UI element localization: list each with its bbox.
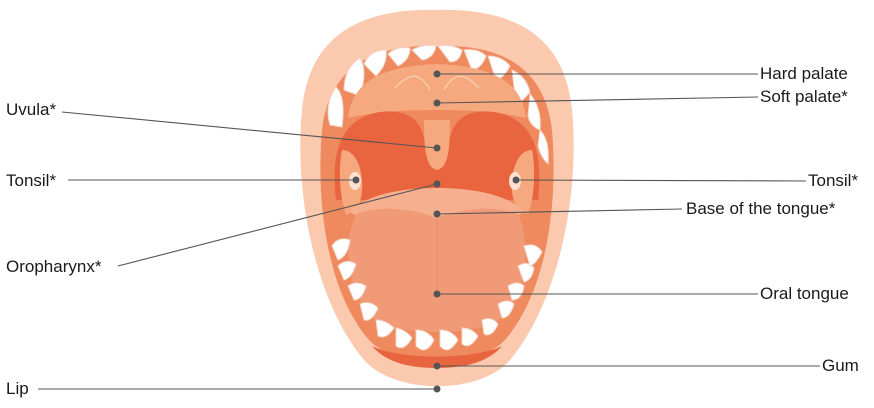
label-gum: Gum — [822, 356, 859, 375]
marker-gum — [434, 363, 441, 370]
marker-tonsil-left — [353, 177, 360, 184]
mouth-illustration — [300, 10, 573, 386]
marker-soft-palate — [434, 100, 441, 107]
label-soft-palate: Soft palate* — [760, 87, 848, 106]
marker-oral-tongue — [434, 291, 441, 298]
marker-hard-palate — [434, 71, 441, 78]
label-hard-palate: Hard palate — [760, 64, 848, 83]
label-tonsil-right: Tonsil* — [808, 171, 858, 190]
label-oral-tongue: Oral tongue — [760, 284, 849, 303]
marker-base-of-tongue — [434, 211, 441, 218]
label-oropharynx: Oropharynx* — [6, 257, 102, 276]
label-base-of-tongue: Base of the tongue* — [686, 199, 836, 218]
marker-tonsil-right — [513, 177, 520, 184]
marker-uvula — [434, 145, 441, 152]
marker-oropharynx — [434, 181, 441, 188]
marker-lip — [434, 386, 441, 393]
label-uvula: Uvula* — [6, 100, 56, 119]
label-tonsil-left: Tonsil* — [6, 171, 56, 190]
label-lip: Lip — [6, 379, 29, 398]
